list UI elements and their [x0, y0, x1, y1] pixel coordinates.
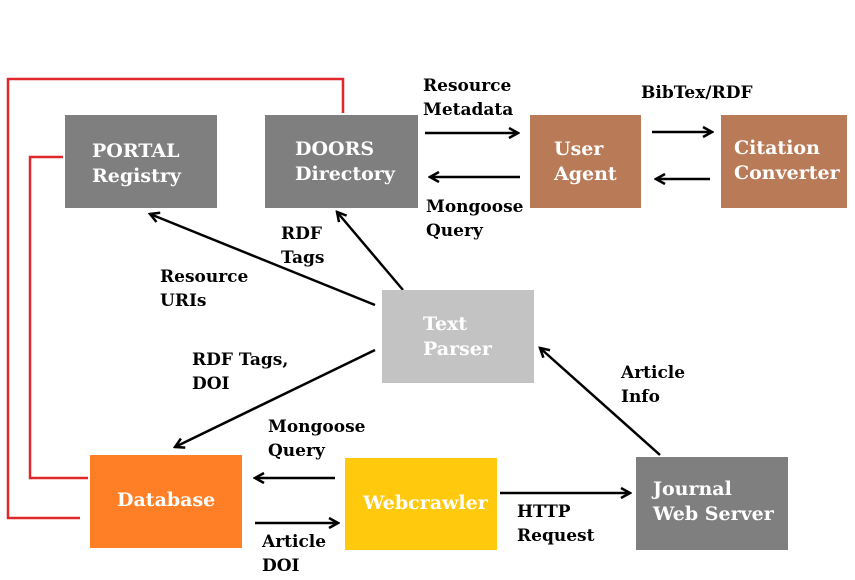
database-label: Database: [117, 489, 216, 511]
arrow-journal-to-parser: [540, 348, 661, 456]
user-agent-box: User Agent: [530, 115, 641, 208]
label-http-request: HTTP Request: [517, 502, 595, 546]
citation-converter-box: Citation Converter: [721, 115, 847, 208]
citation-converter-label: Citation Converter: [734, 137, 840, 184]
red-connector-inner: [28, 155, 88, 480]
label-mongoose-query-top: Mongoose Query: [426, 197, 524, 241]
database-box: Database: [90, 455, 242, 548]
label-bibtex-rdf: BibTex/RDF: [641, 83, 753, 103]
label-article-info: Article Info: [621, 363, 686, 407]
label-resource-metadata: Resource Metadata: [423, 76, 514, 120]
arrow-parser-to-doors: [337, 212, 404, 291]
portal-registry-label: PORTAL Registry: [92, 140, 181, 187]
label-mongoose-query-bottom: Mongoose Query: [268, 417, 366, 461]
label-rdf-tags-doi: RDF Tags, DOI: [192, 350, 289, 394]
doors-directory-box: DOORS Directory: [265, 115, 418, 208]
journal-web-server-box: Journal Web Server: [636, 457, 788, 550]
webcrawler-box: Webcrawler: [345, 458, 497, 550]
text-parser-box: Text Parser: [382, 290, 534, 383]
arrow-parser-to-database: [175, 348, 376, 447]
text-parser-label: Text Parser: [423, 313, 492, 360]
webcrawler-label: Webcrawler: [363, 492, 488, 514]
red-connector-outer: [6, 77, 345, 520]
journal-web-server-label: Journal Web Server: [653, 478, 774, 525]
doors-directory-label: DOORS Directory: [295, 138, 395, 185]
label-resource-uris: Resource URIs: [160, 267, 249, 311]
label-rdf-tags: RDF Tags: [281, 224, 325, 268]
label-article-doi: Article DOI: [262, 532, 327, 576]
arrow-parser-to-portal: [150, 214, 376, 307]
user-agent-label: User Agent: [554, 138, 617, 185]
portal-registry-box: PORTAL Registry: [65, 115, 217, 208]
